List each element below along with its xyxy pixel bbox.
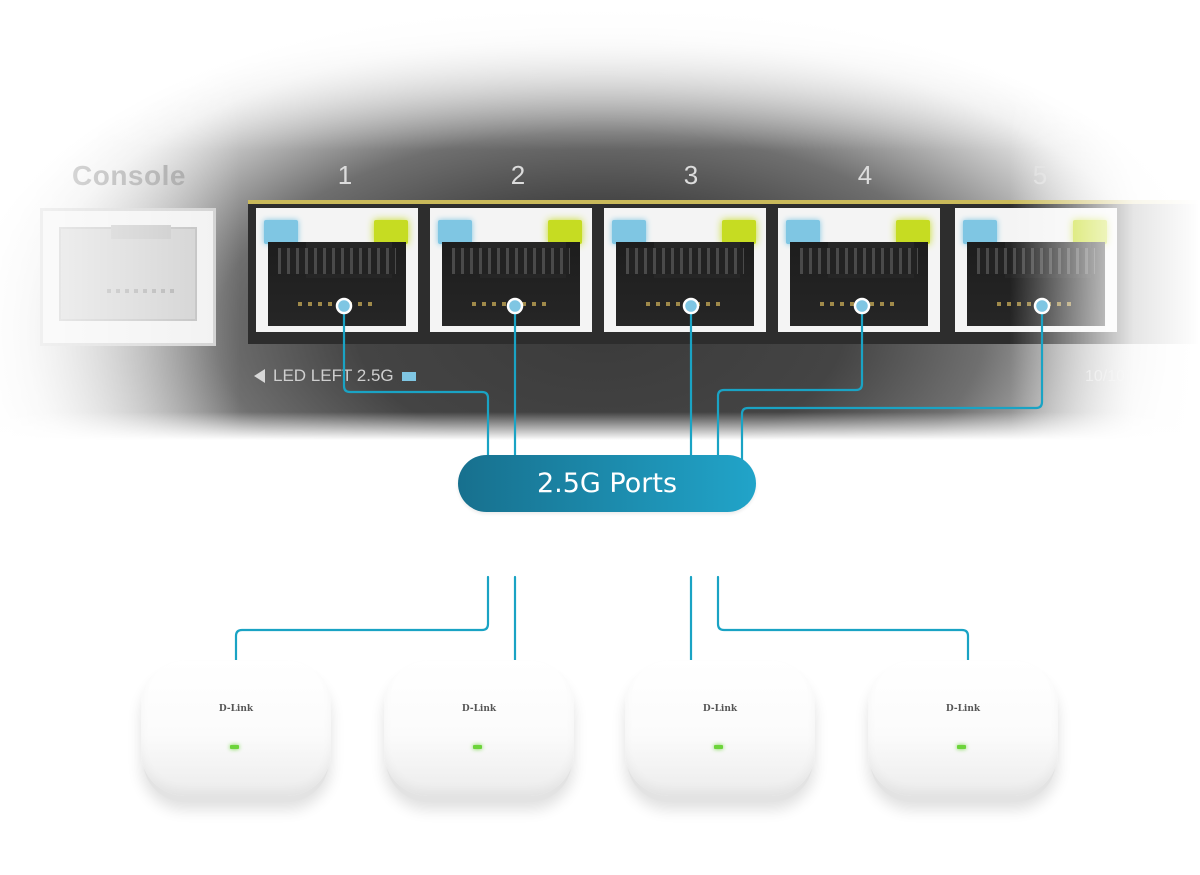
ethernet-port-5: [955, 208, 1117, 332]
ports-accent-strip: [248, 200, 1198, 204]
port-1-jack: [268, 242, 406, 326]
led-legend-label: LED LEFT 2.5G: [273, 366, 394, 385]
port-number-5: 5: [1032, 160, 1048, 190]
access-point-3: D-Link: [625, 660, 815, 796]
port-4-link-led: [786, 220, 820, 244]
port-1-link-led: [264, 220, 298, 244]
port-5-contacts: [977, 248, 1095, 274]
port-2-jack: [442, 242, 580, 326]
port-2-contacts: [452, 248, 570, 274]
speed-label: 10/10: [1085, 368, 1126, 385]
left-arrow-icon: [254, 369, 265, 383]
ports-callout-pill: 2.5G Ports: [458, 455, 756, 512]
port-1-contacts: [278, 248, 396, 274]
access-point-4-status-led: [957, 745, 966, 749]
port-1-activity-led: [374, 220, 408, 244]
port-number-4: 4: [857, 160, 873, 190]
ethernet-port-2: [430, 208, 592, 332]
ethernet-port-3: [604, 208, 766, 332]
access-point-3-logo: D-Link: [702, 704, 738, 714]
access-point-2: D-Link: [384, 660, 574, 796]
access-point-1-status-led: [230, 745, 239, 749]
switch-front-panel: Console 1 2 3 4 5: [0, 0, 1200, 440]
access-point-3-status-led: [714, 745, 723, 749]
port-2-link-led: [438, 220, 472, 244]
access-point-1: D-Link: [141, 660, 331, 796]
port-number-1: 1: [337, 160, 353, 190]
console-port: [40, 208, 216, 346]
port-3-pins: [646, 302, 726, 306]
console-jack: [59, 225, 197, 321]
led-legend-swatch: [401, 371, 416, 381]
port-3-contacts: [626, 248, 744, 274]
console-jack-tab: [111, 225, 171, 239]
access-point-4: D-Link: [868, 660, 1058, 796]
port-1-pins: [298, 302, 378, 306]
port-4-jack: [790, 242, 928, 326]
port-4-pins: [820, 302, 900, 306]
port-3-link-led: [612, 220, 646, 244]
port-5-activity-led: [1073, 220, 1107, 244]
port-number-2: 2: [510, 160, 526, 190]
access-point-1-logo: D-Link: [218, 704, 254, 714]
port-5-link-led: [963, 220, 997, 244]
access-point-2-status-led: [473, 745, 482, 749]
port-5-jack: [967, 242, 1105, 326]
port-3-activity-led: [722, 220, 756, 244]
port-2-pins: [472, 302, 552, 306]
port-number-3: 3: [683, 160, 699, 190]
port-2-activity-led: [548, 220, 582, 244]
port-3-jack: [616, 242, 754, 326]
console-label: Console: [72, 160, 186, 191]
led-legend: LED LEFT 2.5G: [254, 366, 416, 386]
wire-ap-4: [716, 575, 970, 664]
access-point-4-logo: D-Link: [945, 704, 981, 714]
port-4-contacts: [800, 248, 918, 274]
port-4-activity-led: [896, 220, 930, 244]
wire-ap-1: [234, 575, 490, 664]
console-pins: [107, 289, 177, 293]
access-point-2-logo: D-Link: [461, 704, 497, 714]
ethernet-port-1: [256, 208, 418, 332]
port-5-pins: [997, 302, 1077, 306]
ethernet-port-4: [778, 208, 940, 332]
